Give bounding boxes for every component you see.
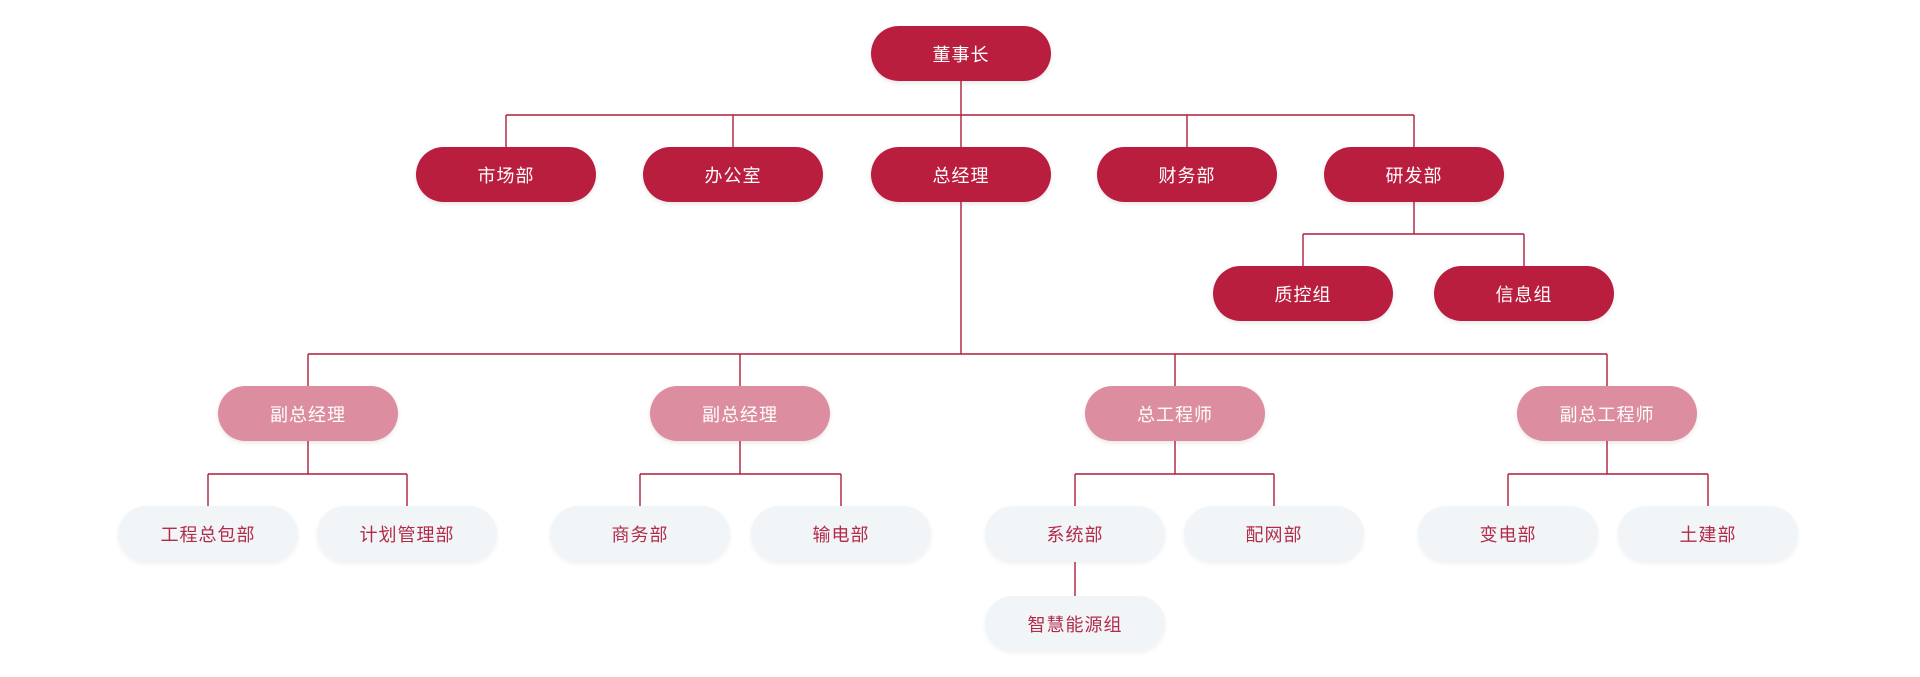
- org-node-label: 计划管理部: [359, 525, 455, 545]
- org-node-gm[interactable]: 总经理: [871, 147, 1051, 202]
- org-node-label: 副总经理: [270, 404, 346, 425]
- org-node-office[interactable]: 办公室: [643, 147, 823, 202]
- org-node-epc[interactable]: 工程总包部: [118, 506, 298, 562]
- org-node-label: 总工程师: [1137, 404, 1213, 425]
- org-node-label: 配网部: [1245, 525, 1303, 545]
- org-node-depchief[interactable]: 副总工程师: [1517, 386, 1697, 441]
- org-node-label: 财务部: [1158, 165, 1216, 186]
- org-node-label: 质控组: [1274, 284, 1332, 305]
- org-node-label: 输电部: [812, 525, 870, 545]
- org-node-label: 信息组: [1495, 284, 1553, 305]
- org-node-distnet[interactable]: 配网部: [1184, 506, 1364, 562]
- org-node-label: 董事长: [932, 44, 990, 65]
- org-node-dgm2[interactable]: 副总经理: [650, 386, 830, 441]
- org-node-marketing[interactable]: 市场部: [416, 147, 596, 202]
- org-node-label: 副总经理: [702, 404, 778, 425]
- org-node-label: 系统部: [1046, 525, 1104, 545]
- org-node-label: 工程总包部: [160, 525, 256, 545]
- org-node-business[interactable]: 商务部: [550, 506, 730, 562]
- org-node-finance[interactable]: 财务部: [1097, 147, 1277, 202]
- org-node-infogrp[interactable]: 信息组: [1434, 266, 1614, 321]
- org-node-label: 土建部: [1679, 525, 1737, 545]
- org-node-chairman[interactable]: 董事长: [871, 26, 1051, 81]
- org-node-label: 总经理: [932, 165, 990, 186]
- org-node-civil[interactable]: 土建部: [1618, 506, 1798, 562]
- org-node-label: 研发部: [1385, 165, 1443, 186]
- org-node-label: 智慧能源组: [1027, 614, 1123, 635]
- org-node-label: 副总工程师: [1559, 404, 1655, 425]
- org-node-chiefeng[interactable]: 总工程师: [1085, 386, 1265, 441]
- org-node-dgm1[interactable]: 副总经理: [218, 386, 398, 441]
- org-node-label: 市场部: [477, 165, 535, 186]
- org-node-label: 商务部: [611, 525, 669, 545]
- org-node-smartenergy[interactable]: 智慧能源组: [985, 596, 1165, 651]
- org-node-transmit[interactable]: 输电部: [751, 506, 931, 562]
- org-node-planning[interactable]: 计划管理部: [317, 506, 497, 562]
- org-node-substation[interactable]: 变电部: [1418, 506, 1598, 562]
- org-node-rnd[interactable]: 研发部: [1324, 147, 1504, 202]
- org-node-label: 变电部: [1479, 525, 1537, 545]
- org-node-label: 办公室: [704, 165, 762, 186]
- org-node-qc[interactable]: 质控组: [1213, 266, 1393, 321]
- org-node-system[interactable]: 系统部: [985, 506, 1165, 562]
